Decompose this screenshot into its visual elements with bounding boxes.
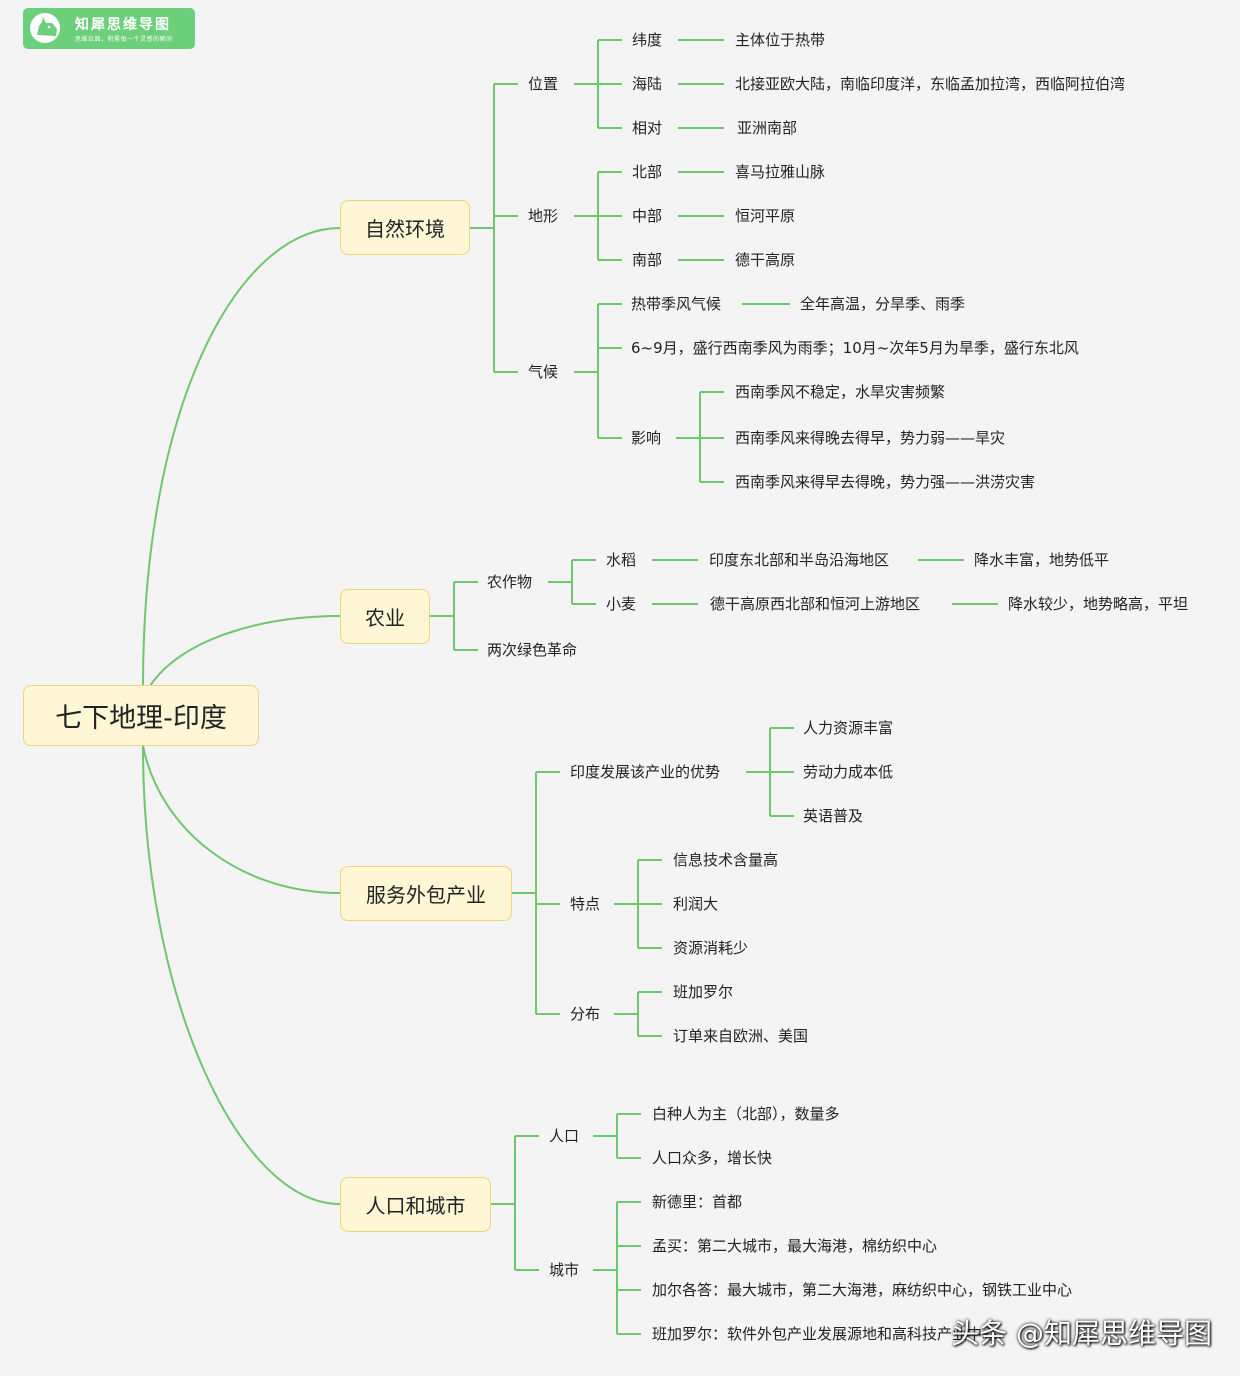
node-wheat[interactable]: 小麦 bbox=[606, 595, 637, 613]
node-population[interactable]: 人口 bbox=[549, 1127, 580, 1145]
node-distribution-2[interactable]: 订单来自欧洲、美国 bbox=[673, 1027, 809, 1045]
link-location-group bbox=[574, 39, 622, 129]
branch-agriculture[interactable]: 农业 bbox=[340, 589, 430, 644]
link-city-group bbox=[593, 1201, 641, 1335]
node-terrain-middle-value[interactable]: 恒河平原 bbox=[735, 207, 796, 225]
branch-nature[interactable]: 自然环境 bbox=[340, 200, 470, 255]
node-terrain-north[interactable]: 北部 bbox=[632, 163, 663, 181]
node-features[interactable]: 特点 bbox=[570, 895, 601, 913]
node-impact-1[interactable]: 西南季风不稳定，水旱灾害频繁 bbox=[735, 383, 946, 401]
branch-population-cities[interactable]: 人口和城市 bbox=[340, 1177, 491, 1232]
node-city-1[interactable]: 新德里：首都 bbox=[652, 1193, 743, 1211]
logo-title: 知犀思维导图 bbox=[75, 17, 171, 33]
node-latitude[interactable]: 纬度 bbox=[632, 31, 663, 49]
node-population-1[interactable]: 白种人为主（北部），数量多 bbox=[652, 1105, 840, 1123]
node-distribution[interactable]: 分布 bbox=[570, 1005, 601, 1023]
node-impact-2[interactable]: 西南季风来得晚去得早，势力弱——旱灾 bbox=[735, 429, 1006, 447]
node-impact[interactable]: 影响 bbox=[631, 429, 662, 447]
node-city-4[interactable]: 班加罗尔：软件外包产业发展源地和高科技产业中心 bbox=[652, 1325, 998, 1343]
node-terrain-north-value[interactable]: 喜马拉雅山脉 bbox=[735, 163, 826, 181]
node-rice[interactable]: 水稻 bbox=[606, 551, 637, 569]
link-adv-group bbox=[746, 727, 794, 817]
node-crops[interactable]: 农作物 bbox=[487, 573, 533, 591]
logo-subtitle: 思维拉面，积累每一个灵感的瞬间 bbox=[75, 36, 173, 43]
link-climate-group bbox=[574, 303, 622, 439]
link-root-service bbox=[142, 745, 341, 894]
node-relative-value[interactable]: 亚洲南部 bbox=[737, 119, 798, 137]
node-rice-area[interactable]: 印度东北部和半岛沿海地区 bbox=[709, 551, 890, 569]
node-feature-2[interactable]: 利润大 bbox=[673, 895, 719, 913]
link-crops-group bbox=[548, 559, 596, 605]
node-terrain-middle[interactable]: 中部 bbox=[632, 207, 663, 225]
link-dist-group bbox=[614, 991, 662, 1037]
link-terrain-values bbox=[678, 171, 724, 261]
link-root-agri bbox=[149, 615, 341, 687]
branch-service-outsourcing[interactable]: 服务外包产业 bbox=[340, 866, 512, 921]
node-location[interactable]: 位置 bbox=[528, 75, 559, 93]
node-monsoon-climate-value[interactable]: 全年高温，分旱季、雨季 bbox=[800, 295, 966, 313]
link-location-values bbox=[678, 39, 724, 129]
link-impact-group bbox=[676, 391, 724, 483]
node-relative[interactable]: 相对 bbox=[632, 119, 663, 137]
node-wheat-condition[interactable]: 降水较少，地势略高，平坦 bbox=[1008, 595, 1189, 613]
link-service-group bbox=[512, 771, 560, 1015]
node-feature-3[interactable]: 资源消耗少 bbox=[673, 939, 749, 957]
node-season-desc[interactable]: 6~9月，盛行西南季风为雨季；10月~次年5月为旱季，盛行东北风 bbox=[631, 339, 1079, 357]
node-sea-land-value[interactable]: 北接亚欧大陆，南临印度洋，东临孟加拉湾，西临阿拉伯湾 bbox=[735, 75, 1126, 93]
node-monsoon-climate[interactable]: 热带季风气候 bbox=[631, 295, 722, 313]
app-logo: 知犀思维导图 思维拉面，积累每一个灵感的瞬间 bbox=[23, 8, 195, 49]
node-sea-land[interactable]: 海陆 bbox=[632, 75, 663, 93]
node-cities[interactable]: 城市 bbox=[549, 1261, 580, 1279]
link-agri-group bbox=[430, 581, 478, 651]
node-advantage-3[interactable]: 英语普及 bbox=[803, 807, 864, 825]
watermark: 头条 @知犀思维导图 bbox=[951, 1317, 1212, 1350]
node-advantage-1[interactable]: 人力资源丰富 bbox=[803, 719, 894, 737]
link-root-pop bbox=[142, 745, 341, 1205]
node-terrain[interactable]: 地形 bbox=[528, 207, 559, 225]
node-wheat-area[interactable]: 德干高原西北部和恒河上游地区 bbox=[710, 595, 921, 613]
node-population-2[interactable]: 人口众多，增长快 bbox=[652, 1149, 773, 1167]
node-advantages[interactable]: 印度发展该产业的优势 bbox=[570, 763, 721, 781]
node-terrain-south[interactable]: 南部 bbox=[632, 251, 663, 269]
root-node[interactable]: 七下地理-印度 bbox=[23, 685, 259, 746]
node-city-2[interactable]: 孟买：第二大城市，最大海港，棉纺织中心 bbox=[652, 1237, 938, 1255]
link-people-group bbox=[593, 1113, 641, 1159]
node-rice-condition[interactable]: 降水丰富，地势低平 bbox=[974, 551, 1110, 569]
link-root-nature bbox=[142, 227, 341, 687]
node-climate[interactable]: 气候 bbox=[528, 363, 559, 381]
link-nature-group bbox=[470, 83, 518, 373]
node-impact-3[interactable]: 西南季风来得早去得晚，势力强——洪涝灾害 bbox=[735, 473, 1036, 491]
node-advantage-2[interactable]: 劳动力成本低 bbox=[803, 763, 894, 781]
node-feature-1[interactable]: 信息技术含量高 bbox=[673, 851, 779, 869]
link-pop-group bbox=[491, 1135, 539, 1271]
rhino-icon bbox=[30, 13, 60, 43]
node-distribution-1[interactable]: 班加罗尔 bbox=[673, 983, 734, 1001]
node-city-3[interactable]: 加尔各答：最大城市，第二大海港，麻纺织中心，钢铁工业中心 bbox=[652, 1281, 1073, 1299]
link-feat-group bbox=[614, 859, 662, 949]
node-green-revolution[interactable]: 两次绿色革命 bbox=[487, 641, 578, 659]
node-terrain-south-value[interactable]: 德干高原 bbox=[735, 251, 796, 269]
link-terrain-group bbox=[574, 171, 622, 261]
node-latitude-value[interactable]: 主体位于热带 bbox=[735, 31, 826, 49]
